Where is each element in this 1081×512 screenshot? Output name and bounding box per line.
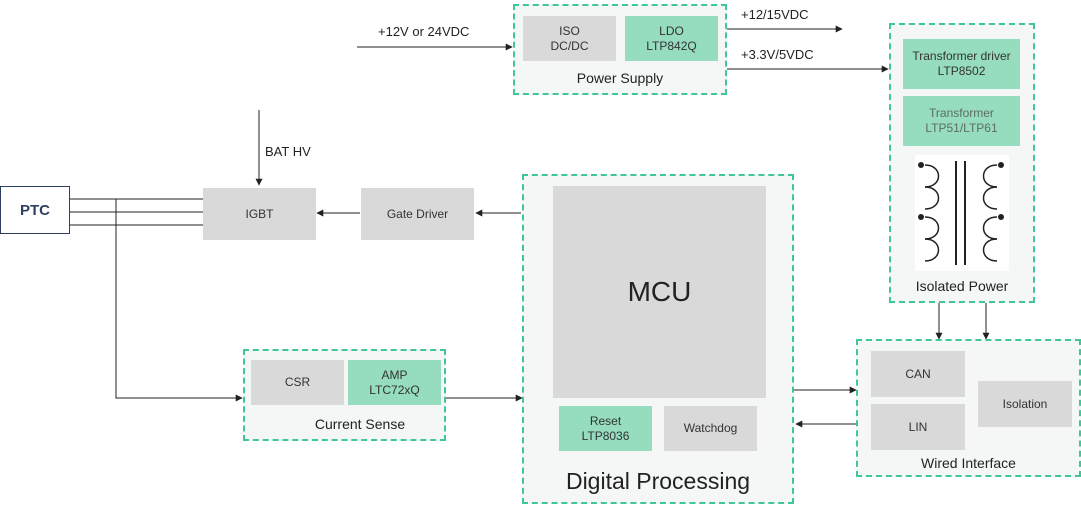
can-label: CAN bbox=[905, 366, 931, 381]
isolated-power-group: Transformer driver LTP8502 Transformer L… bbox=[889, 23, 1035, 303]
gate-driver-block: Gate Driver bbox=[361, 188, 474, 240]
can-block: CAN bbox=[871, 351, 965, 397]
ldo-block: LDO LTP842Q bbox=[625, 16, 718, 61]
ldo-line2: LTP842Q bbox=[646, 38, 697, 53]
igbt-block: IGBT bbox=[203, 188, 316, 240]
digital-processing-title: Digital Processing bbox=[565, 468, 751, 494]
transformer-driver-block: Transformer driver LTP8502 bbox=[903, 39, 1020, 89]
transformer-line2: LTP51/LTP61 bbox=[925, 121, 998, 135]
lin-block: LIN bbox=[871, 404, 965, 450]
transformer-line1: Transformer bbox=[929, 106, 994, 120]
wired-interface-group: CAN LIN Isolation Wired Interface bbox=[856, 339, 1081, 477]
csr-label: CSR bbox=[284, 375, 311, 389]
transformer-driver-line2: LTP8502 bbox=[937, 64, 986, 78]
current-sense-group: CSR AMP LTC72xQ Current Sense bbox=[243, 349, 446, 441]
igbt-label: IGBT bbox=[245, 206, 274, 221]
amp-line1: AMP bbox=[381, 367, 408, 382]
out-3v3-label: +3.3V/5VDC bbox=[741, 47, 814, 62]
out-12v-label: +12/15VDC bbox=[741, 7, 809, 22]
transformer-block: Transformer LTP51/LTP61 bbox=[903, 96, 1020, 146]
reset-line1: Reset bbox=[589, 413, 622, 428]
gate-driver-label: Gate Driver bbox=[386, 206, 449, 221]
power-supply-title: Power Supply bbox=[576, 70, 664, 86]
amp-line2: LTC72xQ bbox=[369, 382, 420, 397]
ptc-block: PTC bbox=[0, 186, 70, 234]
iso-dcdc-block: ISO DC/DC bbox=[523, 16, 616, 61]
digital-processing-group: MCU Reset LTP8036 Watchdog Digital Proce… bbox=[522, 174, 794, 504]
watchdog-block: Watchdog bbox=[664, 406, 757, 451]
iso-dcdc-line2: DC/DC bbox=[550, 38, 589, 53]
transformer-symbol-icon bbox=[915, 155, 1009, 271]
amp-block: AMP LTC72xQ bbox=[348, 360, 441, 405]
iso-dcdc-line1: ISO bbox=[559, 23, 580, 38]
reset-line2: LTP8036 bbox=[581, 428, 630, 443]
supply-input-label: +12V or 24VDC bbox=[378, 24, 470, 39]
ldo-line1: LDO bbox=[659, 23, 684, 38]
csr-block: CSR bbox=[251, 360, 344, 405]
isolation-label: Isolation bbox=[1002, 396, 1048, 411]
reset-block: Reset LTP8036 bbox=[559, 406, 652, 451]
lin-label: LIN bbox=[908, 419, 928, 434]
transformer-driver-line1: Transformer driver bbox=[912, 49, 1011, 63]
wired-interface-title: Wired Interface bbox=[921, 455, 1016, 471]
bat-hv-label: BAT HV bbox=[265, 144, 311, 159]
ptc-label: PTC bbox=[20, 201, 50, 219]
mcu-block: MCU bbox=[553, 186, 766, 398]
current-sense-title: Current Sense bbox=[314, 416, 406, 432]
mcu-label: MCU bbox=[627, 276, 692, 307]
sense-tap-line bbox=[115, 199, 243, 402]
watchdog-label: Watchdog bbox=[683, 421, 738, 435]
isolated-power-title: Isolated Power bbox=[915, 278, 1009, 294]
power-supply-group: ISO DC/DC LDO LTP842Q Power Supply bbox=[513, 4, 727, 95]
isolation-block: Isolation bbox=[978, 381, 1072, 427]
